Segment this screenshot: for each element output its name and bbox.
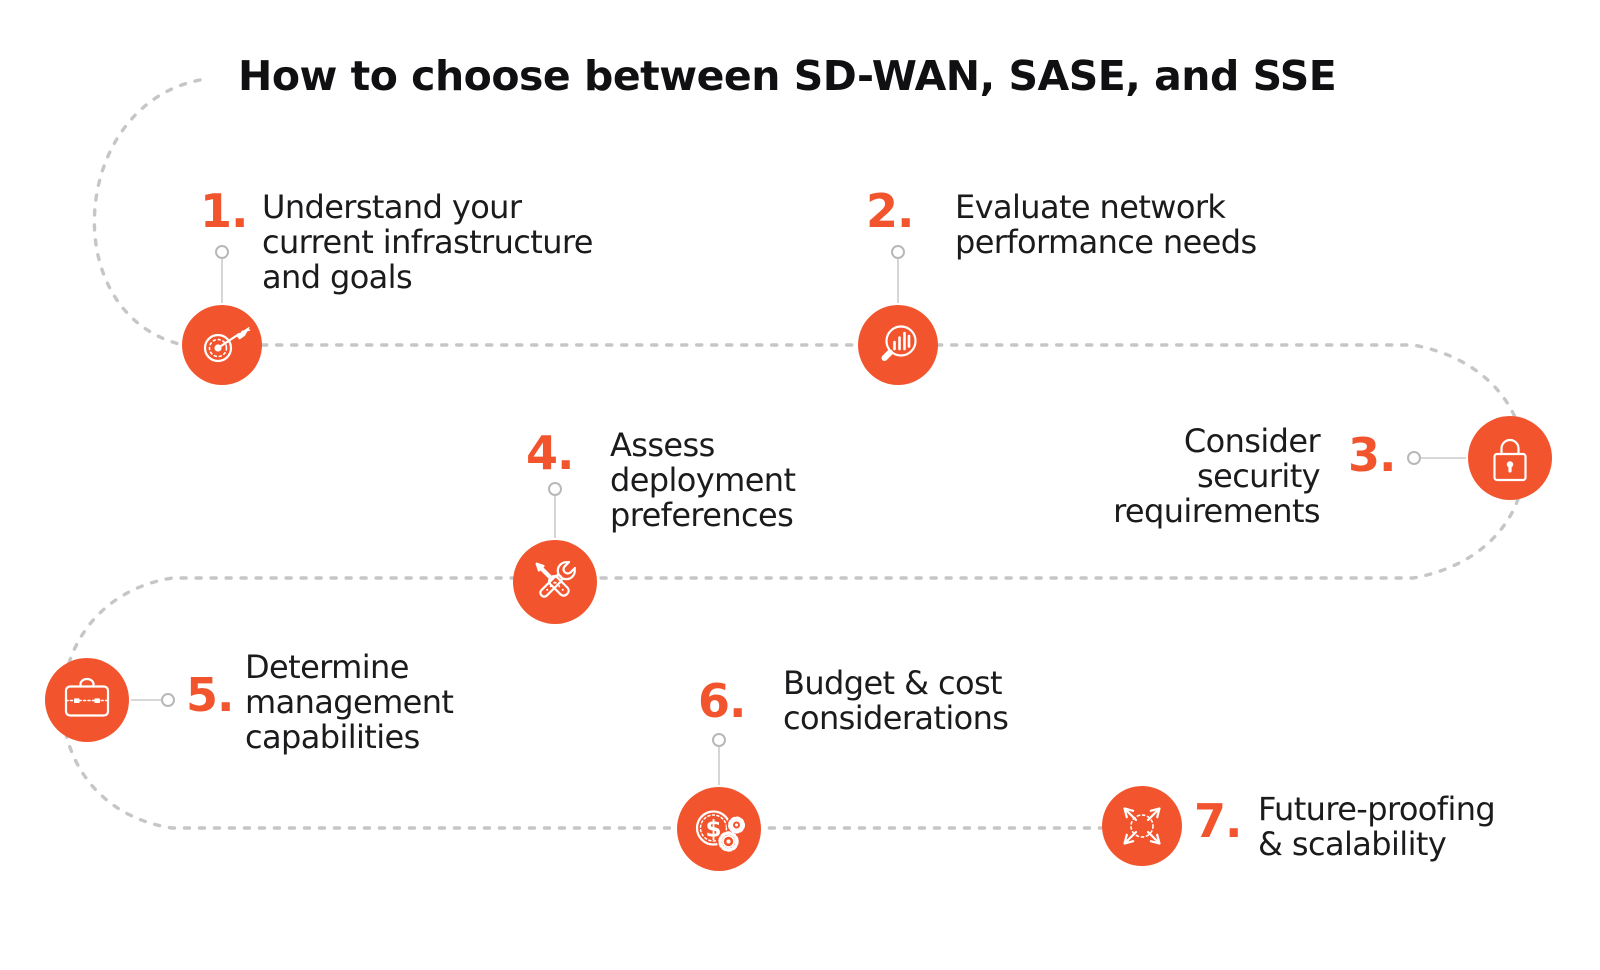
- step-connectors: [131, 259, 1466, 785]
- lock-icon: [1493, 438, 1527, 482]
- connector-ring-2: [891, 245, 905, 259]
- dollar-gears-icon: $: [695, 810, 747, 853]
- step-4-icon-circle: [513, 540, 597, 624]
- magnifier-chart-icon: [881, 325, 917, 361]
- connector-rings: [161, 245, 1421, 747]
- step-4-number: 4.: [526, 426, 574, 480]
- connector-ring-4: [548, 482, 562, 496]
- connector-ring-6: [712, 733, 726, 747]
- step-2-number: 2.: [866, 184, 914, 238]
- wrench-glyph: [539, 558, 579, 598]
- step-6-icon-circle: $: [677, 787, 761, 871]
- expand-arrows-icon: [1123, 807, 1161, 845]
- connector-ring-1: [215, 245, 229, 259]
- step-4-label: Assess deployment preferences: [610, 426, 796, 534]
- connector-ring-3: [1407, 451, 1421, 465]
- step-3-number: 3.: [1348, 428, 1396, 482]
- step-3-icon-circle: [1468, 416, 1552, 500]
- step-5-icon-circle: [45, 658, 129, 742]
- step-5-number: 5.: [186, 668, 234, 722]
- step-5-label: Determine management capabilities: [245, 648, 454, 756]
- page-title: How to choose between SD-WAN, SASE, and …: [238, 52, 1337, 100]
- step-2-label: Evaluate network performance needs: [955, 188, 1257, 261]
- step-7-label: Future-proofing & scalability: [1258, 790, 1496, 863]
- step-7-icon-circle: [1102, 786, 1182, 866]
- screwdriver-glyph: [535, 562, 570, 597]
- tools-icon: [535, 558, 579, 598]
- svg-text:$: $: [705, 817, 721, 843]
- step-6-number: 6.: [698, 674, 746, 728]
- briefcase-icon: [64, 677, 110, 717]
- step-3-label: Consider security requirements: [1113, 422, 1321, 530]
- step-1-number: 1.: [200, 184, 248, 238]
- step-7-number: 7.: [1194, 794, 1242, 848]
- target-icon: [203, 327, 251, 363]
- step-1-icon-circle: [182, 305, 262, 385]
- connector-ring-5: [161, 693, 175, 707]
- step-6-label: Budget & cost considerations: [783, 664, 1009, 737]
- step-2-icon-circle: [858, 305, 938, 385]
- step-1-label: Understand your current infrastructure a…: [262, 188, 593, 296]
